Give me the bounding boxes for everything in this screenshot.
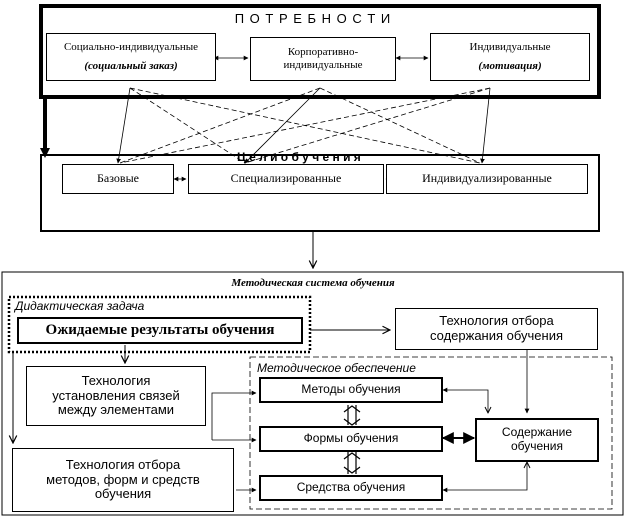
individual-label: Индивидуальные xyxy=(469,41,551,54)
methods-tech-line3: обучения xyxy=(94,486,152,502)
tech-to-methods-arrow xyxy=(211,390,257,440)
methods-tech-line2: методов, форм и средств xyxy=(46,471,200,487)
support-frame xyxy=(249,356,613,510)
content-box: Содержание обучения xyxy=(475,418,599,462)
social-order-label: (социальный заказ) xyxy=(84,60,178,72)
content-line1: Содержание xyxy=(501,425,573,440)
links-tech-line3: между элементами xyxy=(57,402,175,418)
individual-needs-box: Индивидуальные (мотивация) xyxy=(430,33,590,81)
needs-frame xyxy=(39,4,601,99)
content-selection-line1: Технология отбора xyxy=(439,313,554,329)
corporate-label-line1: Корпоративно- xyxy=(287,46,359,59)
links-tech-line1: Технология xyxy=(81,372,151,388)
corporate-label-line2: индивидуальные xyxy=(283,59,363,71)
goals-frame xyxy=(40,154,600,232)
system-frame xyxy=(1,271,624,516)
needs-goals-dashed-links xyxy=(119,87,491,164)
motivation-label: (мотивация) xyxy=(478,60,542,72)
goals-title: Ц е л и о б у ч е н и я xyxy=(237,150,361,164)
individualized-goals-box: Индивидуализированные xyxy=(386,164,588,194)
content-methods-link xyxy=(443,390,488,413)
content-line2: обучения xyxy=(510,439,564,453)
social-individual-needs-box: Социально-индивидуальные (социальный зак… xyxy=(46,33,216,81)
forms-box: Формы обучения xyxy=(259,426,443,452)
means-box: Средства обучения xyxy=(259,475,443,501)
needs-title: П О Т Р Е Б Н О С Т И xyxy=(234,11,392,26)
didactic-task-frame xyxy=(7,295,312,354)
content-selection-tech-box: Технология отбора содержания обучения xyxy=(395,308,598,350)
specialized-goals-box: Специализированные xyxy=(188,164,384,194)
content-selection-line2: содержания обучения xyxy=(429,328,564,343)
vertical-double-links xyxy=(343,405,361,474)
system-title: Методическая система обучения xyxy=(231,277,395,289)
expected-results-box: Ожидаемые результаты обучения xyxy=(17,317,303,344)
needs-goals-solid-links xyxy=(116,87,491,164)
support-label: Методическое обеспечение xyxy=(257,361,416,375)
corporate-individual-needs-box: Корпоративно- индивидуальные xyxy=(250,37,396,81)
social-individual-label: Социально-индивидуальные xyxy=(63,41,199,54)
basic-goals-box: Базовые xyxy=(62,164,174,194)
links-tech-line2: установления связей xyxy=(52,387,180,403)
links-tech-box: Технология установления связей между эле… xyxy=(26,366,206,426)
methods-box: Методы обучения xyxy=(259,377,443,403)
didactic-task-label: Дидактическая задача xyxy=(15,299,145,313)
methods-selection-tech-box: Технология отбора методов, форм и средст… xyxy=(12,448,234,512)
methods-tech-line1: Технология отбора xyxy=(65,456,181,472)
content-means-link xyxy=(443,462,527,490)
